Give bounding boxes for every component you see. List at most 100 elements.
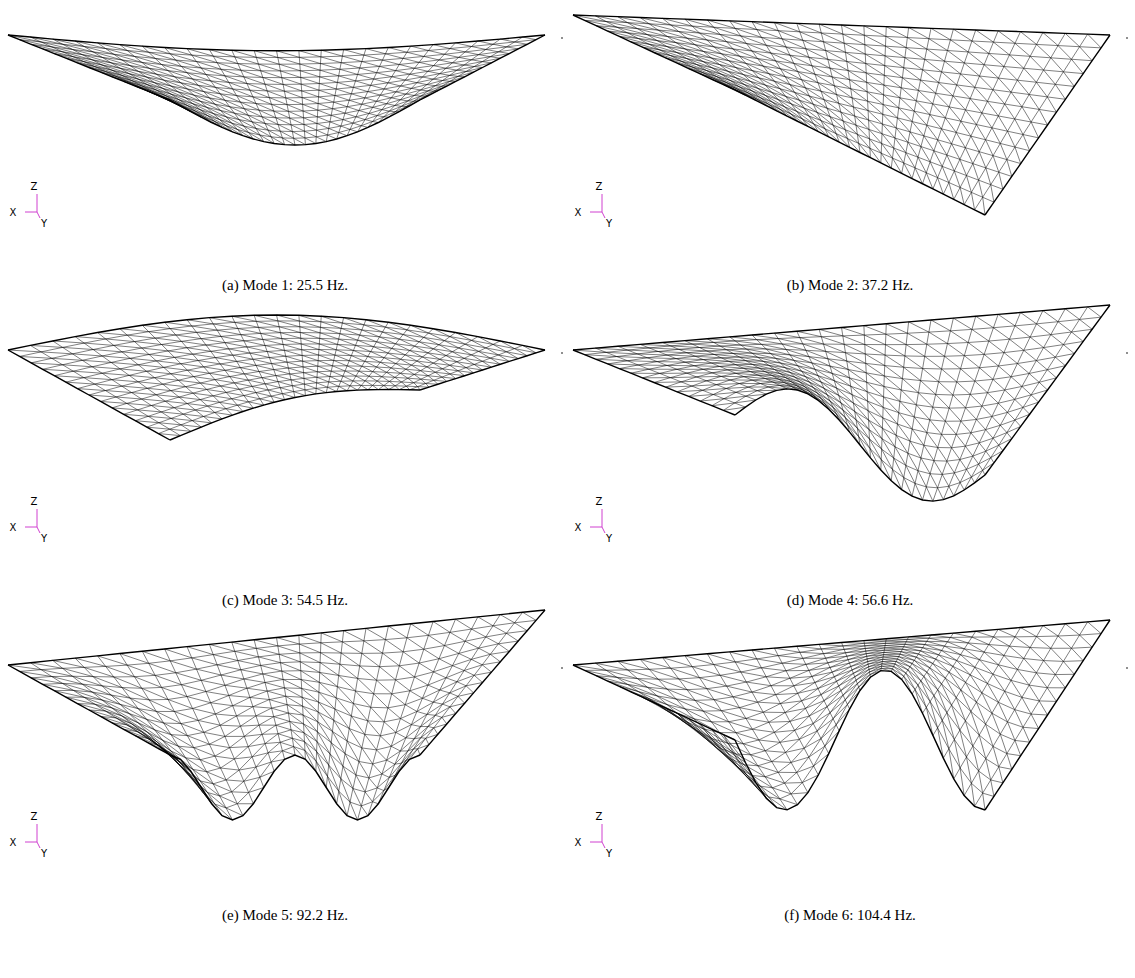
- axis-label: Y: [41, 218, 47, 229]
- mesh-line: [500, 39, 527, 44]
- axis-label: Z: [31, 811, 38, 822]
- mesh-line: [170, 100, 420, 145]
- mesh-line: [842, 328, 1003, 451]
- mesh-line: [677, 63, 787, 116]
- mesh-line: [54, 54, 274, 144]
- mesh-line: [366, 628, 474, 693]
- mesh-line: [677, 387, 787, 392]
- mesh-line: [344, 50, 465, 77]
- mesh-line: [433, 329, 500, 365]
- mesh-line: [344, 631, 465, 704]
- mode-mesh: [8, 315, 563, 440]
- mesh-line: [931, 28, 1039, 138]
- mesh-line: [30, 37, 326, 142]
- mesh-line: [663, 658, 923, 714]
- mesh-line: [573, 350, 881, 470]
- mesh-line: [707, 339, 943, 500]
- subfigure-caption: (c) Mode 3: 54.5 Hz.: [222, 592, 348, 609]
- mesh-line: [797, 646, 985, 810]
- mesh-line: [595, 16, 891, 168]
- mesh-line: [75, 337, 347, 391]
- mesh-line: [366, 320, 474, 373]
- mesh-line: [8, 350, 316, 394]
- subfigure-caption: (a) Mode 1: 25.5 Hz.: [222, 277, 348, 294]
- mesh-line: [54, 338, 509, 375]
- mesh-line: [254, 640, 429, 745]
- axis-line: [602, 212, 605, 218]
- axis-line: [37, 824, 38, 842]
- axis-line: [37, 509, 38, 527]
- mesh-line: [654, 380, 808, 394]
- axis-label: X: [10, 522, 17, 533]
- mesh-line: [640, 18, 912, 179]
- mesh-line: [642, 376, 818, 400]
- mesh-line: [209, 50, 409, 107]
- mesh-line: [677, 713, 787, 810]
- mesh-line: [89, 355, 483, 395]
- mesh-line: [712, 729, 756, 782]
- mesh-line: [170, 390, 420, 440]
- mesh-line: [53, 341, 337, 392]
- axis-line: [602, 509, 603, 527]
- mesh-line: [209, 318, 409, 390]
- mesh-line: [277, 638, 438, 735]
- axis-line: [590, 842, 602, 843]
- axis-label: X: [10, 207, 17, 218]
- mesh-line: [707, 20, 943, 194]
- mode-mesh: [573, 305, 1128, 501]
- mesh-line: [89, 683, 483, 736]
- mesh-line: [1021, 313, 1075, 354]
- mesh-line: [158, 434, 180, 436]
- mesh-line: [730, 652, 954, 779]
- mesh-line: [411, 624, 492, 672]
- node-marker: [561, 667, 563, 669]
- mesh-line: [53, 660, 337, 803]
- mesh-line: [54, 691, 274, 782]
- mesh-line: [112, 408, 222, 419]
- axis-triad: [590, 509, 605, 533]
- mesh-line: [730, 337, 954, 496]
- mesh-line: [75, 658, 347, 816]
- axis-label: X: [575, 837, 582, 848]
- mesh-line: [77, 704, 253, 804]
- mesh-line: [689, 390, 777, 396]
- node-marker: [1126, 352, 1128, 354]
- axis-triad: [25, 509, 40, 533]
- mesh-line: [456, 619, 510, 651]
- mesh-line: [596, 26, 860, 153]
- mesh-line: [54, 376, 274, 403]
- mesh-line: [388, 47, 482, 67]
- mesh-line: [299, 315, 447, 381]
- mesh-line: [931, 635, 1039, 729]
- mesh-line: [642, 697, 818, 783]
- mesh-line: [752, 650, 964, 796]
- mesh-line: [165, 322, 389, 389]
- mesh-line: [642, 652, 1056, 722]
- axis-label: Y: [41, 848, 47, 859]
- mesh-line: [30, 663, 326, 788]
- axis-label: Y: [606, 218, 612, 229]
- subfigure-caption: (e) Mode 5: 92.2 Hz.: [222, 907, 348, 924]
- node-marker: [561, 37, 563, 39]
- axis-triad: [590, 824, 605, 848]
- axis-line: [25, 212, 37, 213]
- mesh-line: [931, 320, 1039, 402]
- mesh-line: [596, 676, 860, 743]
- mesh-line: [631, 373, 829, 409]
- mesh-line: [8, 665, 316, 771]
- axis-line: [25, 527, 37, 528]
- mesh-line: [1043, 33, 1083, 74]
- axis-label: Y: [606, 848, 612, 859]
- mesh-line: [500, 615, 527, 631]
- axis-line: [37, 194, 38, 212]
- mesh-line: [478, 617, 518, 641]
- mode-mesh: [8, 35, 563, 145]
- mesh-line: [1021, 32, 1075, 87]
- mesh-line: [608, 681, 850, 752]
- node-marker: [1126, 37, 1128, 39]
- mesh-line: [254, 51, 429, 96]
- mesh-line: [31, 44, 295, 145]
- subfigure-caption: (f) Mode 6: 104.4 Hz.: [784, 907, 916, 924]
- mesh-line: [77, 350, 491, 389]
